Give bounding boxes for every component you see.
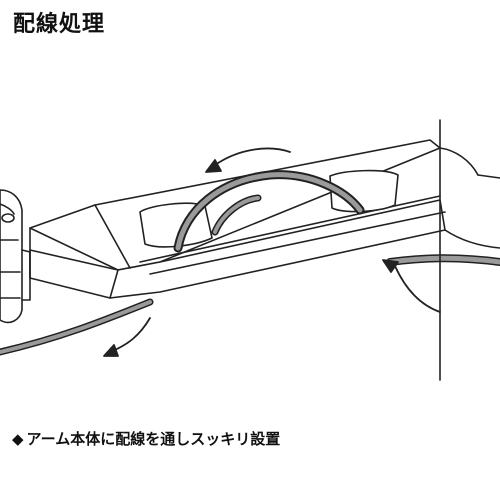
caption: ◆アーム本体に配線を通しスッキリ設置 bbox=[12, 428, 280, 450]
page-title: 配線処理 bbox=[13, 12, 106, 37]
direction-arrows bbox=[103, 147, 441, 357]
right-pivot-joint bbox=[439, 119, 500, 381]
caption-text: アーム本体に配線を通しスッキリ設置 bbox=[26, 430, 281, 448]
arrow-top bbox=[214, 147, 291, 166]
arrow-left bbox=[109, 317, 151, 353]
diamond-bullet-icon: ◆ bbox=[12, 430, 24, 448]
cable-loop bbox=[173, 170, 365, 253]
left-pivot-joint bbox=[0, 189, 31, 324]
cable-routing-illustration bbox=[0, 119, 500, 381]
arrow-right bbox=[394, 265, 441, 313]
arm-body bbox=[29, 139, 446, 299]
